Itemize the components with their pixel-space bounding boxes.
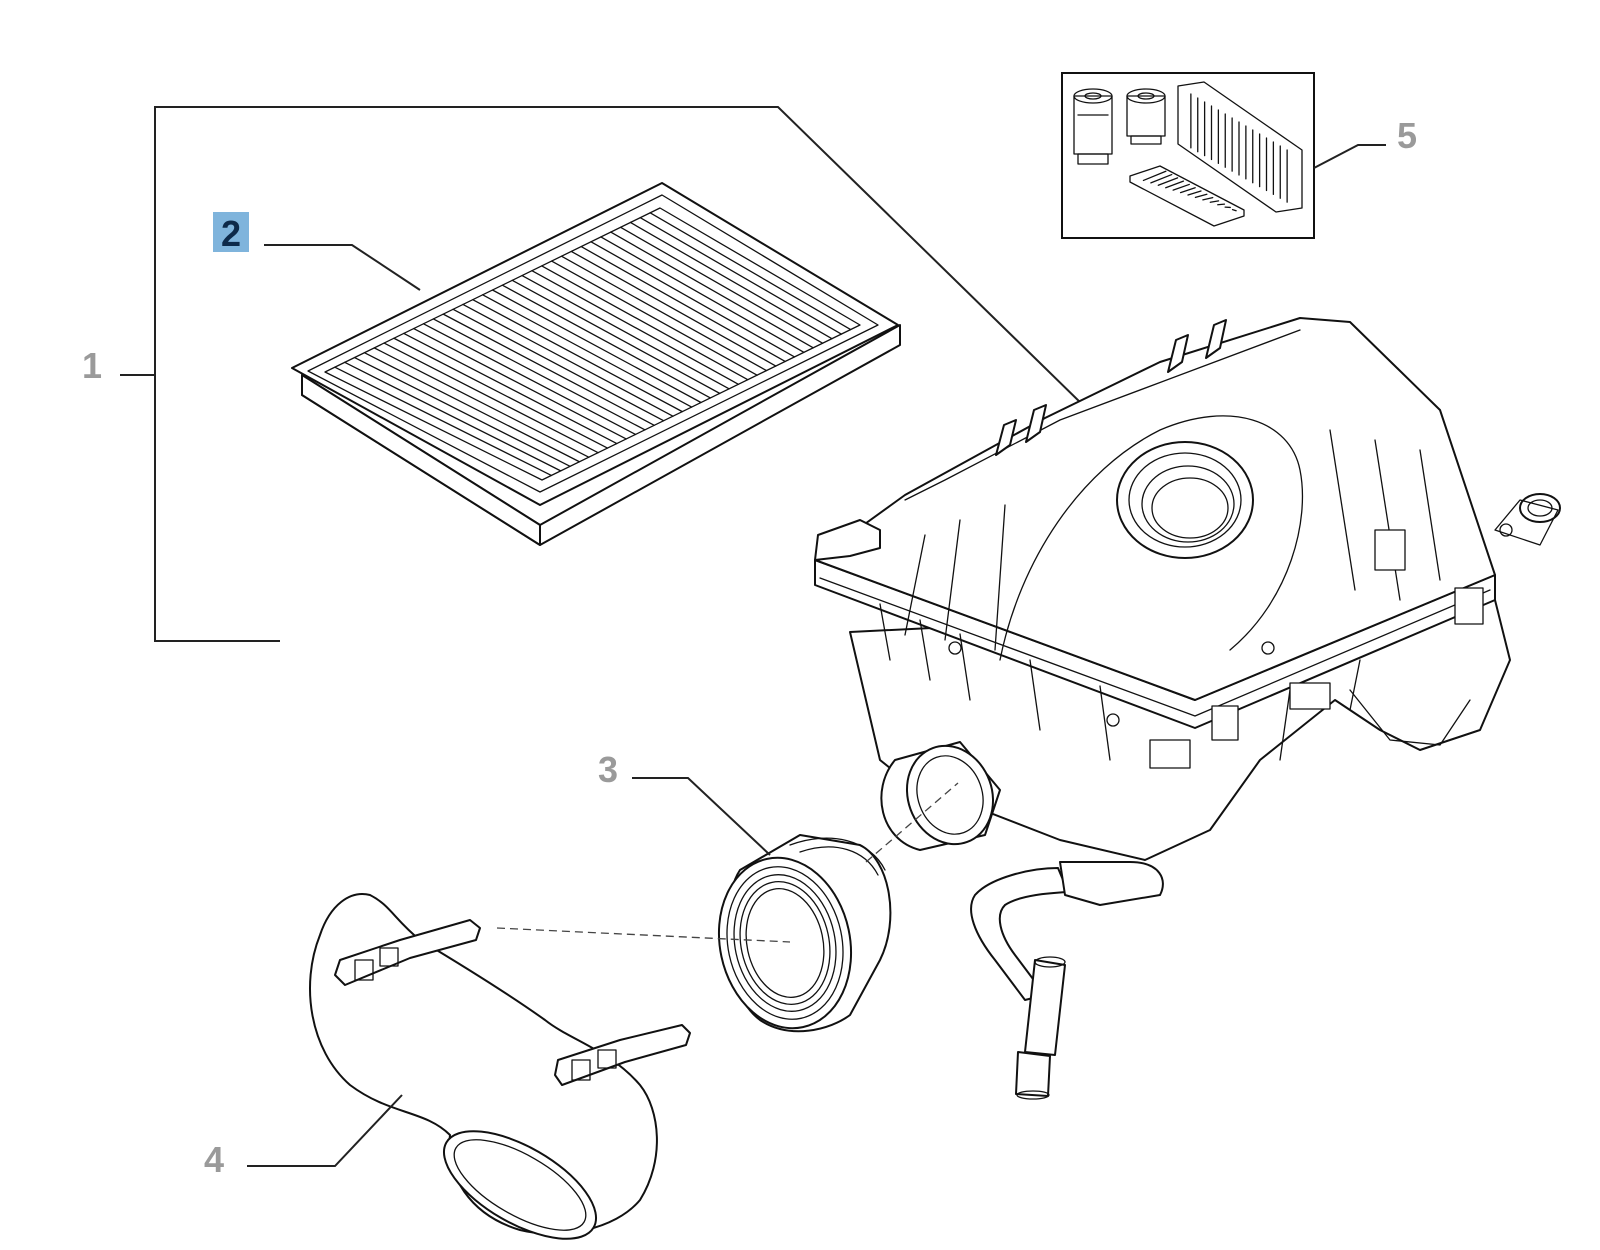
filter-pleat bbox=[422, 323, 637, 436]
oil-filter-icon bbox=[1073, 88, 1113, 165]
filter-pleat bbox=[511, 279, 721, 395]
callout-2-label: 2 bbox=[221, 213, 241, 254]
filter-pleat bbox=[452, 308, 665, 422]
inlet-adapter-ring[interactable] bbox=[704, 834, 892, 1041]
filter-pleat bbox=[1231, 208, 1237, 212]
leader-3 bbox=[632, 777, 771, 856]
filter-pleat bbox=[1172, 183, 1190, 191]
callout-2-highlight bbox=[213, 212, 249, 252]
filter-pleat bbox=[649, 212, 852, 331]
filter-pleat bbox=[442, 313, 655, 426]
oil-filter-icon bbox=[1126, 88, 1166, 145]
filter-pleat bbox=[1202, 196, 1214, 201]
filter-pleat bbox=[1142, 170, 1167, 182]
service-kit-box[interactable] bbox=[1061, 72, 1315, 239]
leader-2 bbox=[264, 244, 421, 291]
filter-pleat bbox=[363, 352, 581, 463]
assembly-path bbox=[496, 782, 959, 943]
leader-5 bbox=[1313, 144, 1386, 169]
filter-pleat bbox=[1217, 203, 1226, 206]
callout-3-label: 3 bbox=[598, 749, 618, 790]
filter-pleat bbox=[462, 303, 674, 417]
filter-pleat bbox=[1165, 180, 1185, 189]
filter-pleat bbox=[472, 298, 683, 413]
filter-pleat bbox=[403, 332, 618, 445]
filter-pleat bbox=[1157, 177, 1179, 186]
filter-pleat bbox=[580, 245, 786, 363]
filter-pleat bbox=[432, 318, 646, 431]
filter-pleat bbox=[383, 342, 599, 454]
intake-duct-hose[interactable] bbox=[309, 893, 691, 1250]
callout-5[interactable]: 5 bbox=[1397, 115, 1417, 156]
housing-outlet bbox=[1116, 441, 1254, 559]
callout-4-label: 4 bbox=[204, 1139, 224, 1180]
air-filter-housing[interactable] bbox=[814, 317, 1561, 1100]
drain-hose bbox=[970, 861, 1164, 1100]
filter-pleat bbox=[491, 289, 702, 404]
panel-air-filter[interactable] bbox=[291, 182, 901, 546]
callout-1[interactable]: 1 bbox=[82, 345, 102, 386]
filter-pleat bbox=[334, 366, 553, 477]
filter-pleat bbox=[639, 216, 842, 335]
filter-pleat bbox=[393, 337, 609, 449]
filter-pleat bbox=[1187, 190, 1202, 196]
filter-pleat bbox=[610, 231, 814, 349]
filter-pleat bbox=[481, 294, 693, 408]
callout-1-label: 1 bbox=[82, 345, 102, 386]
filter-pleat bbox=[1194, 193, 1208, 199]
assembly-bracket bbox=[120, 106, 1086, 642]
filter-pleat bbox=[600, 236, 805, 354]
filter-pleat bbox=[619, 226, 824, 344]
filter-pleat bbox=[373, 347, 590, 458]
filter-pleat bbox=[353, 356, 571, 467]
filter-pleat bbox=[541, 265, 749, 381]
filter-pleat bbox=[521, 274, 730, 390]
filter-pleat bbox=[1179, 187, 1196, 194]
filter-pleat bbox=[1209, 200, 1220, 203]
filter-pleat bbox=[531, 270, 740, 385]
callout-3[interactable]: 3 bbox=[598, 749, 618, 790]
leader-4 bbox=[247, 1094, 403, 1167]
callout-2[interactable]: 2 bbox=[213, 212, 249, 254]
filter-pleat bbox=[344, 361, 562, 472]
callout-4[interactable]: 4 bbox=[204, 1139, 224, 1180]
filter-pleat bbox=[570, 250, 777, 367]
filter-pleat bbox=[1150, 173, 1173, 184]
filter-pleat bbox=[413, 327, 627, 440]
filter-pleat bbox=[629, 221, 833, 340]
callout-5-label: 5 bbox=[1397, 115, 1417, 156]
filter-pleat bbox=[550, 260, 758, 376]
filter-pleat bbox=[501, 284, 712, 399]
filter-pleat bbox=[560, 255, 768, 372]
panel-filter-icon bbox=[1177, 81, 1303, 213]
cabin-filter-icon bbox=[1129, 165, 1245, 227]
filter-pleat bbox=[590, 241, 796, 358]
